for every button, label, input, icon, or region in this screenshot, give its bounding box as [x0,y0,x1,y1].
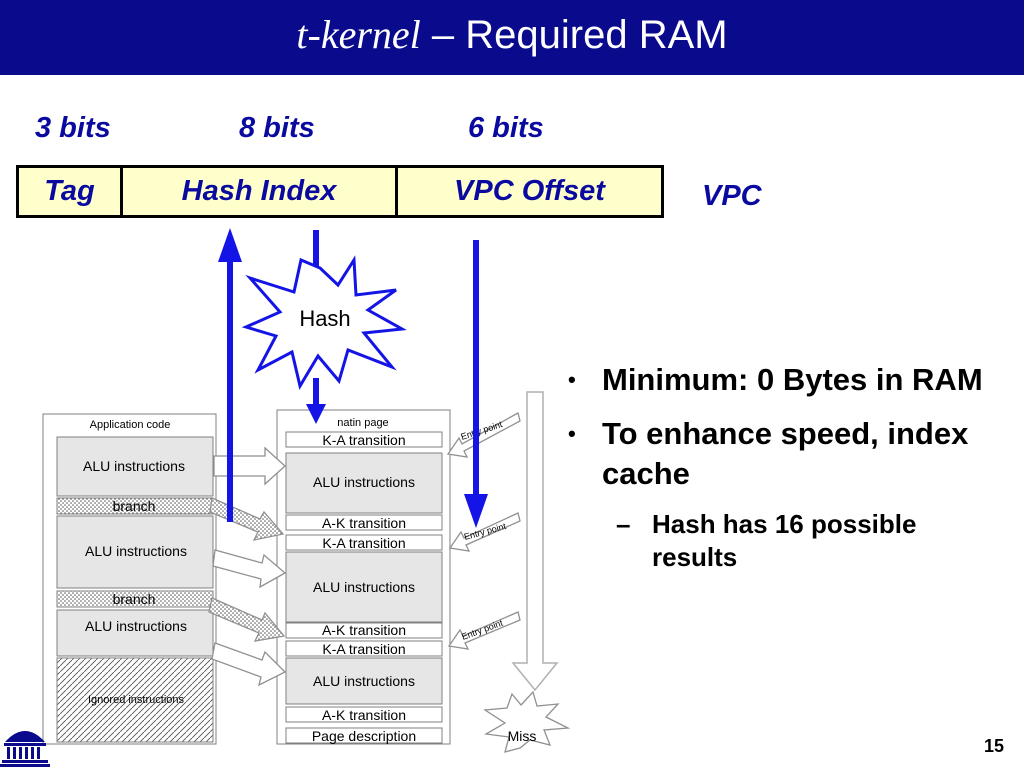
link-arrow [211,642,287,687]
hash-burst [241,255,407,390]
app-alu-label: ALU instructions [85,618,187,634]
app-ignored-label: Ignored instructions [88,694,184,706]
app-branch-label: branch [113,498,156,514]
hash-down-arrow [306,378,326,424]
app-alu-label: ALU instructions [85,543,187,559]
field-divider [395,168,398,215]
miss-burst [483,690,571,753]
title-bar [0,0,1024,75]
bullet-dot-icon: • [568,367,576,392]
natin-alu-label: ALU instructions [313,579,415,595]
bullet-dot-icon: • [568,421,576,446]
entry-point-arrow: Entry point [448,512,521,552]
vpc-field-vpc-offset: VPC Offset [454,175,605,207]
vpc-register: Tag Hash Index VPC Offset [16,165,664,218]
link-arrow [209,497,285,541]
app-alu-label: ALU instructions [83,458,185,474]
bit-label-hash-index: 8 bits [239,112,315,144]
natin-ak-transition [285,706,443,723]
title-dash: – [420,13,466,57]
tag-up-arrow [218,228,242,522]
natin-ka-label: K-A transition [322,641,405,657]
natin-page-description [285,727,443,744]
title-italic: t-kernel [296,12,421,57]
natin-ak-transition [285,514,443,531]
natin-alu-block [285,452,443,514]
natin-ak-label: A-K transition [322,622,406,638]
sub-bullet-dash-icon: – [616,509,631,539]
natin-ak-transition [285,622,443,639]
natin-ka-label: K-A transition [322,535,405,551]
entry-point-label: Entry point [463,521,508,542]
bullet-text: To enhance speed, index cache [602,416,969,491]
bullet-list: • Minimum: 0 Bytes in RAM • To enhance s… [568,360,1008,574]
natin-alu-block [285,657,443,705]
natin-alu-label: ALU instructions [313,673,415,689]
slide-title: t-kernel – Required RAM [0,10,1024,60]
miss-path-arrow [511,391,559,692]
natin-page-description-label: Page description [312,728,416,744]
vpc-field-hash-index: Hash Index [181,175,337,207]
miss-label: Miss [508,728,537,744]
app-code-title: Application code [90,419,171,431]
natin-alu-block [285,551,443,623]
bullet-item: • Minimum: 0 Bytes in RAM [568,360,1008,400]
natin-ka-transition [285,534,443,551]
app-alu-block [56,609,214,657]
university-logo-icon [0,731,50,767]
link-arrow [208,597,286,642]
app-alu-block [56,515,214,589]
vpc-field-tag: Tag [44,175,95,207]
app-alu-block [56,436,214,497]
bit-label-vpc-offset: 6 bits [468,112,544,144]
app-ignored-block [56,657,214,743]
sub-bullet-text: Hash has 16 possible results [652,509,917,572]
natin-page-title: natin page [337,417,388,429]
hash-index-arrow-stem [313,230,319,270]
offset-down-arrow [464,240,488,528]
natin-ka-label: K-A transition [322,432,405,448]
hash-label: Hash [299,306,350,331]
bit-label-tag: 3 bits [35,112,111,144]
title-text: Required RAM [465,13,728,57]
link-arrow [213,446,286,486]
link-arrow [212,549,287,589]
natin-ak-label: A-K transition [322,515,406,531]
entry-point-arrow: Entry point [446,412,521,458]
natin-ak-label: A-K transition [322,707,406,723]
app-branch-label: branch [113,591,156,607]
natin-ka-transition [285,640,443,657]
natin-alu-label: ALU instructions [313,474,415,490]
page-number: 15 [984,736,1005,756]
sub-bullet-item: – Hash has 16 possible results [568,508,1008,574]
bullet-text: Minimum: 0 Bytes in RAM [602,362,983,397]
vpc-label: VPC [702,180,762,212]
field-divider [120,168,123,215]
bullet-item: • To enhance speed, index cache [568,414,1008,494]
entry-point-arrow: Entry point [447,611,521,650]
natin-ka-transition [285,431,443,448]
